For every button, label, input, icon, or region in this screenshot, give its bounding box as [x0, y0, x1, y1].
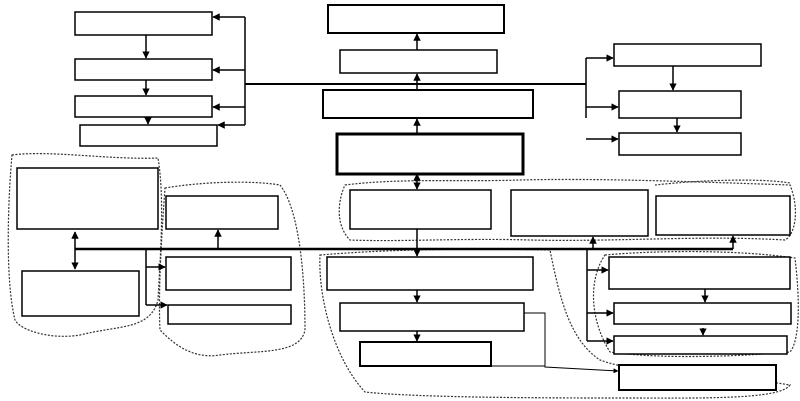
box-g6-bottom: [359, 341, 492, 367]
box-g2-mid: [165, 256, 292, 291]
box-g7-1: [608, 256, 791, 290]
group-right-upper-outline: [654, 179, 791, 186]
box-center-core: [335, 132, 525, 176]
box-bottom-right: [618, 364, 777, 391]
box-g6-top: [326, 256, 534, 291]
box-g2-bottom: [167, 304, 292, 325]
box-g6-mid: [339, 302, 525, 332]
box-left-top-4: [79, 124, 218, 147]
group-right-lower-outline: [592, 250, 799, 358]
box-left-top-3: [74, 95, 213, 118]
box-g7-3: [613, 335, 788, 355]
box-g5: [655, 195, 791, 236]
group-center-upper-outline: [338, 178, 797, 242]
box-g2-top: [165, 195, 279, 230]
box-center-2: [339, 49, 498, 74]
box-center-top: [327, 4, 505, 34]
box-g7-2: [613, 302, 792, 325]
box-right-top-3: [618, 132, 742, 156]
box-g4: [510, 189, 649, 237]
box-g1-lower: [21, 270, 140, 317]
box-g3: [349, 189, 492, 230]
box-right-top-2: [618, 90, 742, 119]
group-left-outline: [7, 153, 163, 337]
group-left-mid-outline: [158, 181, 306, 357]
box-left-top-1: [74, 11, 213, 36]
box-g1-large: [16, 167, 159, 230]
box-right-top-1: [613, 43, 762, 67]
box-center-3: [322, 89, 534, 119]
g6-to-bottom-right: [524, 312, 619, 374]
box-left-top-2: [74, 58, 213, 81]
